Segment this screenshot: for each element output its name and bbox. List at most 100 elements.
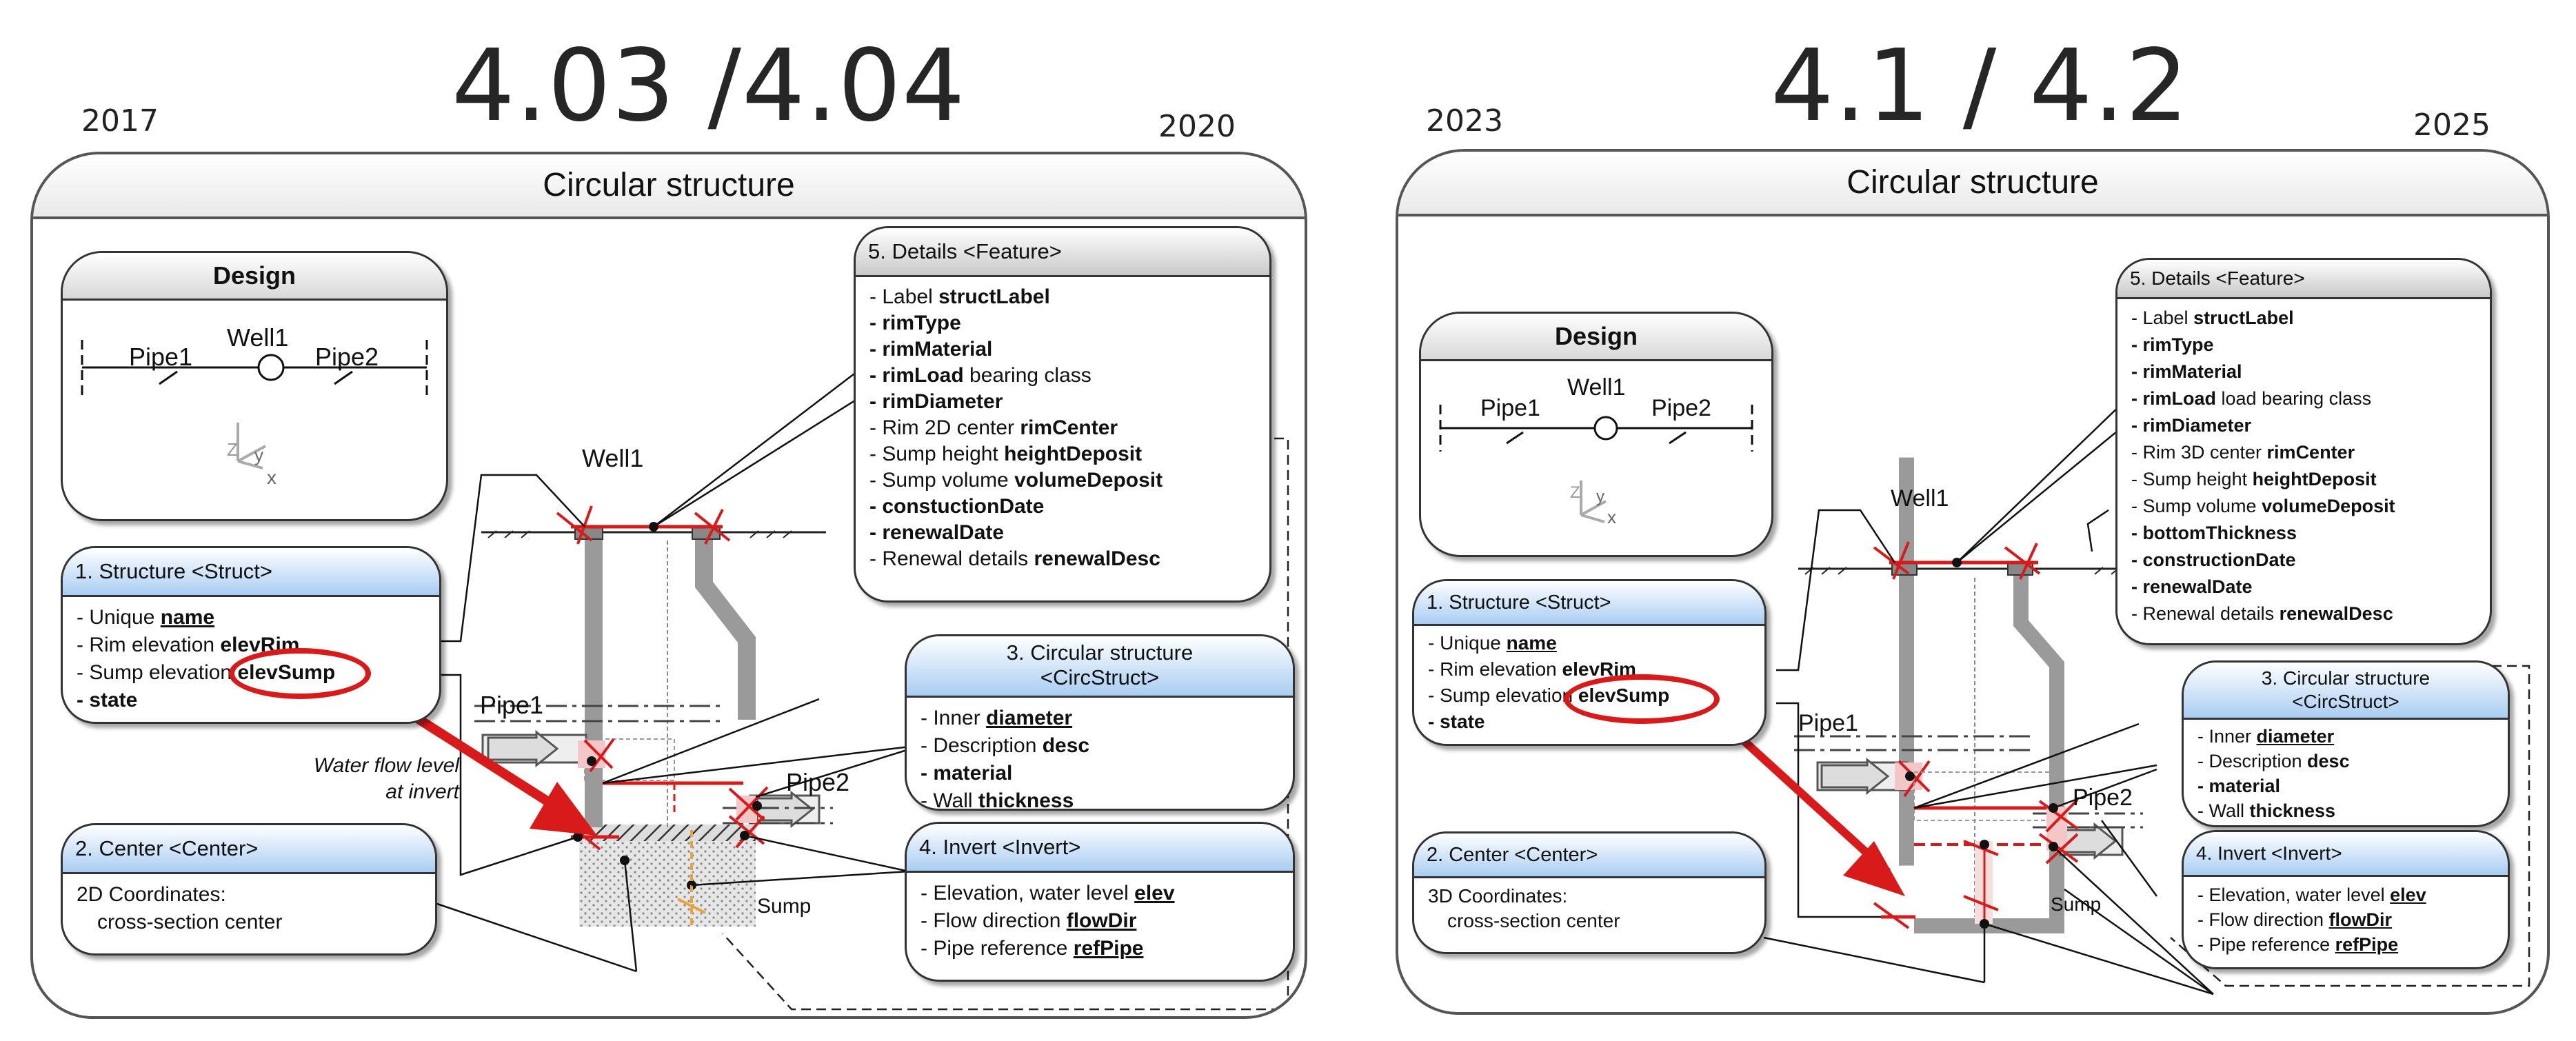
left-structure-line: - Unique name (77, 606, 215, 629)
left-details-line: - Rim 2D center rimCenter (869, 416, 1118, 439)
left-invert-title: 4. Invert <Invert> (907, 824, 1293, 873)
right-details-line: - renewalDate (2131, 576, 2253, 597)
left-panel-title: Circular structure (33, 154, 1305, 219)
right-design-box: Design Well1 Pipe1 Pipe2 Z y x (1419, 312, 1773, 557)
left-details-box: 5. Details <Feature> - Label structLabel… (854, 226, 1271, 603)
right-circ-title: 3. Circular structure<CircStruct> (2184, 663, 2508, 720)
left-center-line2: cross-section center (97, 911, 283, 933)
left-design-well-label: Well1 (227, 323, 289, 352)
right-details-line: - bottomThickness (2131, 523, 2297, 543)
right-structure-line: - state (1428, 711, 1485, 732)
right-center-box: 2. Center <Center> 3D Coordinates: cross… (1412, 831, 1767, 954)
left-design-title: Design (63, 253, 446, 301)
right-axis-x-label: x (1607, 507, 1616, 527)
right-details-title: 5. Details <Feature> (2117, 260, 2490, 299)
left-well-label: Well1 (582, 444, 644, 472)
right-design-title: Design (1421, 314, 1771, 361)
right-year-end: 2025 (2413, 108, 2491, 143)
right-invert-line: - Pipe reference refPipe (2197, 934, 2399, 955)
right-panel: Circular structure (1396, 149, 2550, 1015)
left-cross-section-drawing (368, 371, 1289, 1011)
right-axis-z-label: Z (1570, 483, 1580, 502)
right-circ-line: - Description desc (2197, 751, 2350, 771)
right-center-line2: cross-section center (1447, 910, 1620, 931)
right-details-line: - rimDiameter (2131, 415, 2252, 436)
right-design-schematic (1439, 405, 1753, 523)
right-invert-title: 4. Invert <Invert> (2184, 832, 2508, 877)
left-invert-line: - Flow direction flowDir (920, 909, 1137, 932)
right-details-line: - Label structLabel (2131, 307, 2294, 328)
left-details-line: - renewalDate (869, 521, 1005, 544)
left-version-title: 4.03 /4.04 (452, 28, 966, 143)
right-version-title: 4.1 / 4.2 (1771, 28, 2190, 143)
left-center-box: 2. Center <Center> 2D Coordinates: cross… (61, 823, 437, 956)
right-details-line: - Sump height heightDeposit (2131, 469, 2377, 489)
right-pipe1-label: Pipe1 (1798, 710, 1858, 736)
left-axis-y-label: y (254, 445, 263, 465)
right-sump-label: Sump (2051, 893, 2102, 915)
left-details-line: - Renewal details renewalDesc (869, 547, 1160, 570)
right-elevsump-highlight (1564, 674, 1720, 724)
right-structure-line: - Unique name (1428, 632, 1557, 654)
left-circ-line: - Wall thickness (920, 789, 1074, 811)
right-details-line: - Renewal details renewalDesc (2131, 603, 2393, 624)
left-sump-label: Sump (757, 895, 812, 918)
left-invert-line: - Pipe reference refPipe (920, 937, 1144, 960)
left-flow-note: Water flow level at invert (268, 753, 459, 805)
left-design-pipe1-label: Pipe1 (129, 343, 193, 371)
right-well-label: Well1 (1891, 485, 1949, 512)
left-circ-line: - material (920, 762, 1013, 785)
right-structure-line: - Rim elevation elevRim (1428, 658, 1636, 680)
left-details-line: - rimDiameter (869, 390, 1003, 413)
right-circ-line: - Inner diameter (2197, 726, 2335, 747)
right-structure-box: 1. Structure <Struct> - Unique name - Ri… (1412, 579, 1767, 746)
left-pipe1-label: Pipe1 (480, 691, 544, 719)
left-axis-z-label: Z (227, 439, 238, 460)
left-details-line: - rimType (869, 312, 961, 334)
left-details-line: - rimMaterial (869, 338, 993, 361)
left-circ-box: 3. Circular structure<CircStruct> - Inne… (905, 634, 1295, 811)
right-design-pipe2-label: Pipe2 (1651, 395, 1711, 421)
right-axis-y-label: y (1596, 487, 1604, 506)
left-details-title: 5. Details <Feature> (856, 228, 1269, 277)
right-design-pipe1-label: Pipe1 (1480, 395, 1540, 421)
left-structure-box: 1. Structure <Struct> - Unique name - Ri… (61, 546, 441, 724)
left-design-box: Design Well1 Pipe1 Pipe2 Z y x (61, 251, 448, 521)
left-design-pipe2-label: Pipe2 (315, 343, 379, 371)
right-details-line: - rimLoad load bearing class (2131, 388, 2372, 409)
right-details-line: - Rim 3D center rimCenter (2131, 442, 2355, 463)
left-axis-x-label: x (267, 467, 276, 488)
right-invert-line: - Flow direction flowDir (2197, 909, 2393, 930)
left-year-start: 2017 (81, 103, 159, 139)
right-design-well-label: Well1 (1567, 374, 1626, 401)
left-pipe2-label: Pipe2 (786, 768, 850, 796)
right-panel-title: Circular structure (1398, 152, 2547, 216)
right-circ-line: - Wall thickness (2197, 800, 2336, 821)
left-circ-line: - Inner diameter (920, 707, 1073, 729)
right-invert-line: - Elevation, water level elev (2197, 885, 2426, 905)
left-center-line1: 2D Coordinates: (77, 883, 226, 906)
right-circ-line: - material (2197, 776, 2281, 796)
right-pipe2-label: Pipe2 (2073, 785, 2133, 811)
left-details-line: - rimLoad bearing class (869, 364, 1091, 387)
left-center-title: 2. Center <Center> (63, 825, 435, 874)
left-circ-title: 3. Circular structure<CircStruct> (907, 636, 1293, 698)
right-details-line: - rimMaterial (2131, 361, 2242, 382)
left-details-line: - Sump height heightDeposit (869, 443, 1143, 465)
left-invert-box: 4. Invert <Invert> - Elevation, water le… (905, 822, 1295, 982)
left-details-line: - Sump volume volumeDeposit (869, 469, 1163, 492)
right-invert-box: 4. Invert <Invert> - Elevation, water le… (2182, 830, 2510, 969)
left-panel: Circular structure (30, 152, 1307, 1019)
right-details-line: - rimType (2131, 334, 2214, 355)
right-circ-box: 3. Circular structure<CircStruct> - Inne… (2182, 660, 2510, 827)
right-details-line: - Sump volume volumeDeposit (2131, 496, 2395, 516)
left-flow-note-line2: at invert (385, 780, 459, 803)
left-circ-line: - Description desc (920, 734, 1090, 757)
left-details-line: - constuctionDate (869, 495, 1045, 518)
left-elevsump-highlight (229, 648, 371, 699)
right-details-box: 5. Details <Feature> - Label structLabel… (2115, 258, 2492, 645)
right-details-line: - constructionDate (2131, 549, 2296, 570)
left-design-schematic (81, 340, 428, 469)
left-structure-title: 1. Structure <Struct> (63, 548, 439, 597)
right-structure-title: 1. Structure <Struct> (1414, 581, 1764, 626)
